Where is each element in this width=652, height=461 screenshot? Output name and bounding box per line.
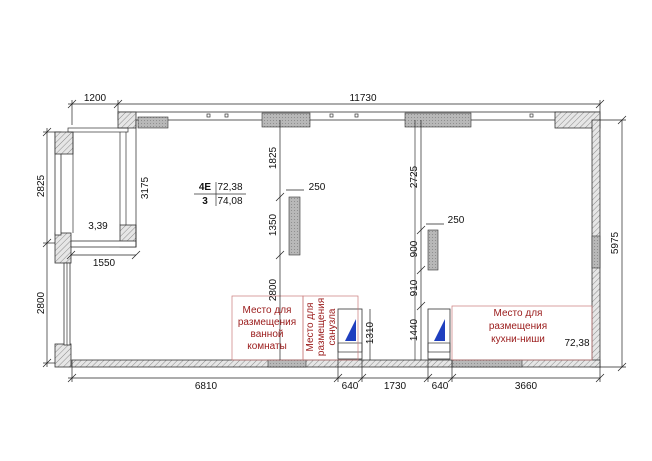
- dim-pier-width-right: 250: [448, 215, 465, 226]
- zone-bathroom-line-3: ванной: [251, 329, 284, 340]
- zone-kitchen-line-2: размещения: [489, 321, 547, 332]
- top-column-3: [404, 112, 472, 128]
- zone-toilet-line-1: Место для: [305, 303, 316, 352]
- zones: [231, 295, 593, 361]
- zone-bathroom-line-1: Место для: [243, 305, 292, 316]
- dim-kitchen-gap: 910: [409, 279, 420, 296]
- riser-toilet-fill: [345, 319, 356, 341]
- dim-pier-width-left: 250: [309, 182, 326, 193]
- bottom-column-1: [267, 359, 307, 368]
- top-wall: [117, 111, 601, 121]
- zone-toilet-line-3: санузла: [327, 308, 338, 345]
- zone-toilet: [302, 295, 359, 361]
- riser-kitchen-fill: [434, 319, 445, 341]
- loggia-rail: [67, 127, 129, 133]
- dim-left-upper: 2825: [36, 174, 47, 197]
- zone-labels: Место для размещения ванной комнаты Мест…: [238, 298, 547, 356]
- walls: [54, 111, 601, 368]
- dim-bottom-middle: 1730: [384, 381, 407, 392]
- dim-bath-upper: 1825: [268, 146, 279, 169]
- dim-left-lower: 2800: [36, 291, 47, 314]
- zone-bathroom-line-2: размещения: [238, 317, 296, 328]
- room-area: 72,38: [217, 182, 242, 193]
- dim-top-total: 11730: [349, 93, 377, 104]
- pier-left: [288, 196, 301, 256]
- top-wall-hatch-1: [117, 111, 137, 129]
- right-column: [591, 235, 601, 269]
- dim-loggia-width: 1550: [93, 258, 116, 269]
- risers: [337, 308, 451, 360]
- left-wall-lower: [54, 343, 72, 368]
- dim-pier-height-left: 1350: [268, 213, 279, 236]
- dimension-labels: 1200 11730 2825 2800 3175 1550 1825 250 …: [36, 93, 621, 392]
- zone-kitchen-line-1: Место для: [494, 308, 543, 319]
- dim-top-left: 1200: [84, 93, 107, 104]
- kitchen-area: 72,38: [564, 338, 589, 349]
- dim-pier-height-right: 900: [409, 240, 420, 257]
- dim-bottom-left: 6810: [195, 381, 218, 392]
- dimension-lines: [42, 99, 627, 383]
- zone-kitchen-line-3: кухни-ниши: [491, 334, 545, 345]
- total-code: 3: [202, 196, 208, 207]
- dim-toilet-depth: 1310: [365, 321, 376, 344]
- dim-kitchen-upper: 2725: [409, 165, 420, 188]
- bottom-column-2: [451, 359, 523, 368]
- zone-toilet-line-2: размещения: [316, 298, 327, 356]
- zone-kitchen: [451, 305, 593, 361]
- dim-right-total: 5975: [610, 231, 621, 254]
- loggia-bottom-wall: [70, 240, 137, 248]
- dim-bottom-door-right: 640: [432, 381, 449, 392]
- dim-bath-lower: 2800: [268, 278, 279, 301]
- top-column-1: [137, 116, 169, 129]
- dim-bottom-door-left: 640: [342, 381, 359, 392]
- dim-loggia-depth: 3175: [140, 176, 151, 199]
- pier-right: [427, 229, 439, 271]
- dim-kitchen-lower: 1440: [409, 318, 420, 341]
- left-wall-upper: [54, 232, 72, 264]
- loggia-area: 3,39: [88, 221, 108, 232]
- dim-bottom-right: 3660: [515, 381, 538, 392]
- total-area: 74,08: [217, 196, 242, 207]
- area-labels: 3,39 4E 72,38 3 74,08 72,38: [88, 182, 590, 349]
- top-column-2: [261, 112, 311, 128]
- zone-bathroom-line-4: комнаты: [247, 341, 287, 352]
- loggia-corner-top: [54, 131, 74, 155]
- room-code: 4E: [199, 182, 212, 193]
